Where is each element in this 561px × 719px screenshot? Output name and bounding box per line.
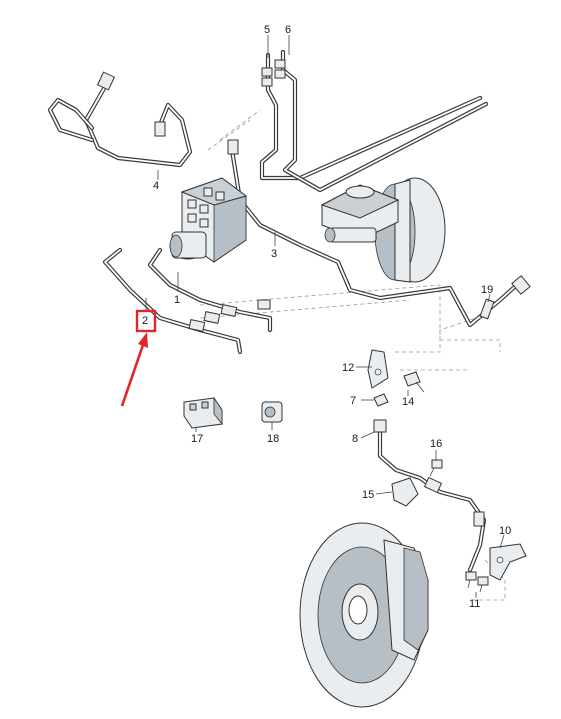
callout-5: 5 (264, 24, 270, 36)
holder-15 (391, 477, 419, 507)
part-17 (183, 396, 223, 429)
bolt-16 (429, 459, 443, 477)
brake-lines-1-2 (102, 247, 273, 355)
brake-line-3 (227, 139, 531, 328)
fittings-5-6 (261, 59, 286, 87)
callout-2: 2 (142, 315, 148, 327)
callout-19: 19 (481, 284, 493, 296)
bolt-14 (403, 371, 425, 393)
highlight-box (135, 309, 157, 333)
bolts-11 (465, 571, 489, 593)
callout-1: 1 (174, 294, 180, 306)
part-18 (261, 401, 283, 423)
callout-6: 6 (285, 24, 291, 36)
callout-15: 15 (362, 489, 374, 501)
callout-3: 3 (271, 248, 277, 260)
callout-10: 10 (499, 525, 511, 537)
callout-labels: 5 6 4 3 1 2 19 12 7 14 8 16 15 10 11 17 … (142, 24, 511, 610)
arrow-head-icon (138, 332, 148, 348)
part-19 (479, 298, 495, 320)
callout-12: 12 (342, 362, 354, 374)
brake-booster (374, 177, 446, 283)
brake-caliper (383, 539, 429, 661)
callout-14: 14 (402, 396, 414, 408)
master-cylinder (320, 184, 400, 243)
bracket-10 (489, 543, 527, 581)
leader-lines (145, 35, 505, 598)
brake-hose-8 (373, 419, 487, 573)
bracket-12 (367, 349, 389, 389)
brake-line-pair-top (259, 49, 489, 193)
callout-8: 8 (352, 433, 358, 445)
callout-16: 16 (430, 438, 442, 450)
brake-line-4 (47, 71, 193, 168)
highlight-annotation (120, 309, 157, 407)
callout-7: 7 (350, 395, 356, 407)
callout-18: 18 (267, 433, 279, 445)
highlight-arrow (120, 341, 146, 407)
callout-4: 4 (153, 180, 159, 192)
clip-7 (373, 393, 389, 407)
abs-hydraulic-unit (169, 177, 248, 263)
callout-11: 11 (469, 598, 480, 610)
callout-17: 17 (191, 433, 203, 445)
